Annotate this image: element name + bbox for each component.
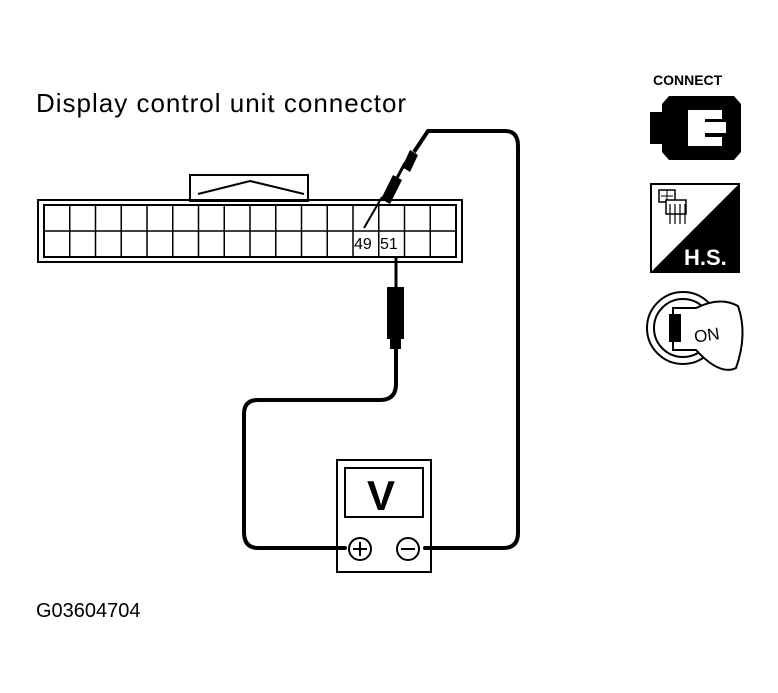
- figure-code: G03604704: [36, 600, 141, 622]
- probe-positive: [387, 256, 404, 349]
- pin-51-label: 51: [380, 236, 398, 253]
- connect-label: CONNECT: [653, 72, 723, 88]
- harness-side-label: H.S.: [684, 245, 727, 270]
- connector-title: Display control unit connector: [36, 88, 407, 118]
- pin-grid: [44, 205, 456, 257]
- ignition-label: ON: [693, 324, 721, 346]
- connector-body: [37, 174, 463, 263]
- voltmeter: V: [336, 459, 432, 573]
- probe-negative: [363, 129, 430, 229]
- harness-side-icon: H.S.: [650, 183, 740, 273]
- harness-connector-icon: [658, 189, 687, 224]
- connect-icon: CONNECT: [650, 72, 741, 160]
- ignition-on-icon: ON: [646, 291, 744, 371]
- pin-49-label: 49: [354, 236, 372, 253]
- wire-positive: [242, 347, 398, 550]
- voltmeter-label: V: [367, 472, 395, 519]
- wire-negative: [423, 129, 520, 550]
